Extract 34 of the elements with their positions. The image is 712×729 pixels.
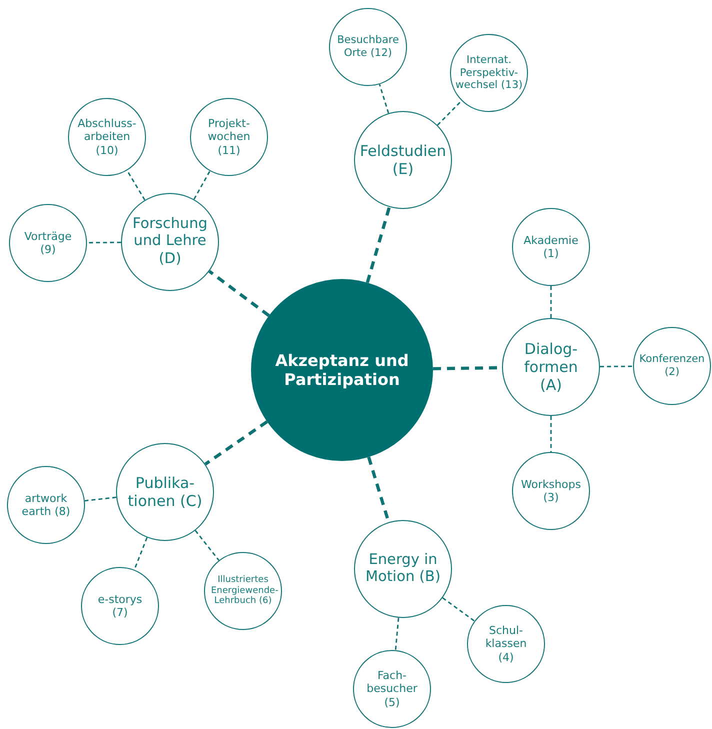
node-label: Energy in Motion (B) — [364, 552, 442, 586]
connector-line — [442, 597, 475, 622]
connector-line — [550, 286, 552, 318]
node-label: Besuchbare Orte (12) — [336, 34, 400, 60]
connector-line — [600, 366, 633, 368]
node-label: Vorträge (9) — [23, 230, 73, 256]
connector-line — [366, 206, 391, 284]
node-label: Internat. Perspektiv- wechsel (13) — [454, 54, 524, 92]
connector-line — [194, 530, 220, 561]
connector-line — [550, 416, 552, 452]
node-label: e-storys (7) — [96, 592, 144, 620]
connector-line — [84, 496, 116, 502]
connector-line — [193, 170, 210, 200]
connector-line — [204, 420, 268, 466]
node-label: artwork earth (8) — [20, 492, 72, 518]
connector-line — [378, 84, 390, 114]
connector-line — [436, 100, 462, 126]
connector-line — [134, 537, 148, 570]
node-label: Akzeptanz und Partizipation — [274, 350, 410, 390]
node-label: Publika- tionen (C) — [127, 474, 203, 510]
connector-line — [126, 170, 146, 200]
node-label: Fach- besucher (5) — [366, 669, 418, 709]
node-label: Schul- klassen (4) — [484, 624, 528, 664]
connector-line — [394, 618, 400, 650]
node-label: Projekt- wochen (11) — [206, 117, 252, 157]
node-label: Abschluss- arbeiten (10) — [76, 117, 138, 157]
node-label: Konferenzen (2) — [638, 353, 706, 379]
connector-line — [208, 270, 270, 317]
node-label: Forschung und Lehre (D) — [132, 216, 208, 268]
node-label: Workshops (3) — [520, 478, 582, 504]
connector-line — [87, 242, 121, 244]
node-label: Feldstudien (E) — [358, 142, 448, 178]
node-label: Akademie (1) — [522, 234, 580, 260]
node-label: Dialog- formen (A) — [523, 340, 579, 394]
